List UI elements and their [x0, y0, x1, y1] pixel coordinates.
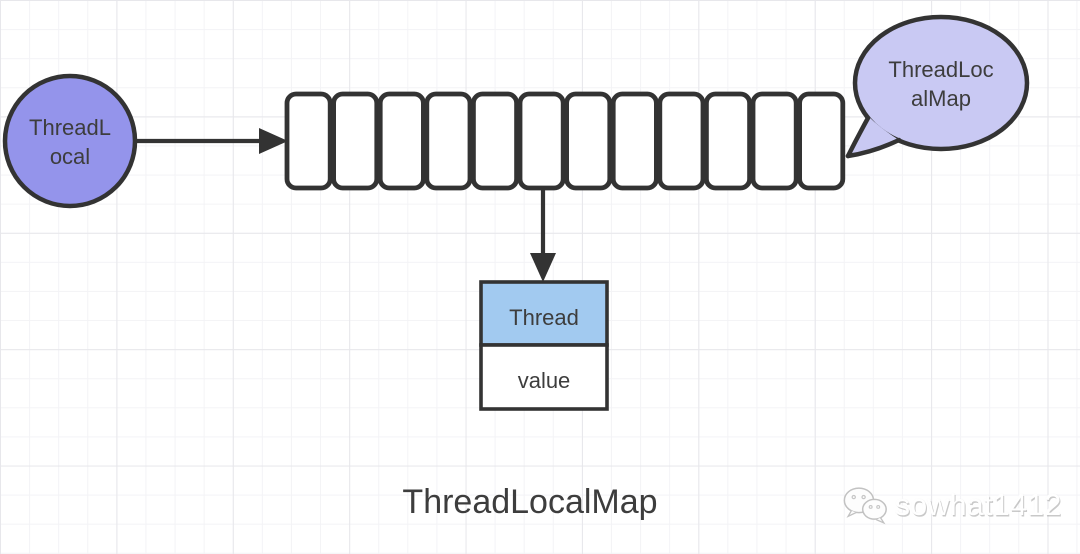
arrow-circle-to-array: [136, 128, 288, 154]
threadlocal-circle-shape: [2, 73, 138, 209]
arrow-array-to-entry: [530, 190, 556, 282]
bucket-array-slot: [610, 91, 659, 191]
arrow-right-head: [259, 128, 288, 154]
bucket-array-slot: [564, 91, 613, 191]
bucket-array-slot: [657, 91, 706, 191]
watermark-text: sowhat1412: [895, 489, 1062, 522]
bucket-array-slot: [470, 91, 519, 191]
bucket-array-slot: [517, 91, 566, 191]
wechat-icon: [843, 487, 887, 525]
bucket-array-slot: [331, 91, 380, 191]
bubble-tail: [845, 14, 1030, 159]
arrow-down-head: [530, 253, 556, 282]
bucket-array-slot: [797, 91, 846, 191]
bucket-array-slot: [377, 91, 426, 191]
entry-value-cell: [479, 343, 609, 411]
bucket-array-slot: [284, 91, 333, 191]
watermark: sowhat1412: [842, 486, 1062, 526]
bucket-array-slot: [424, 91, 473, 191]
bucket-array: [284, 91, 846, 191]
bucket-array-slot: [750, 91, 799, 191]
bucket-array-slot: [704, 91, 753, 191]
entry-box: [479, 280, 609, 411]
entry-key-cell: [479, 280, 609, 347]
bubble-shape: [852, 14, 1030, 152]
